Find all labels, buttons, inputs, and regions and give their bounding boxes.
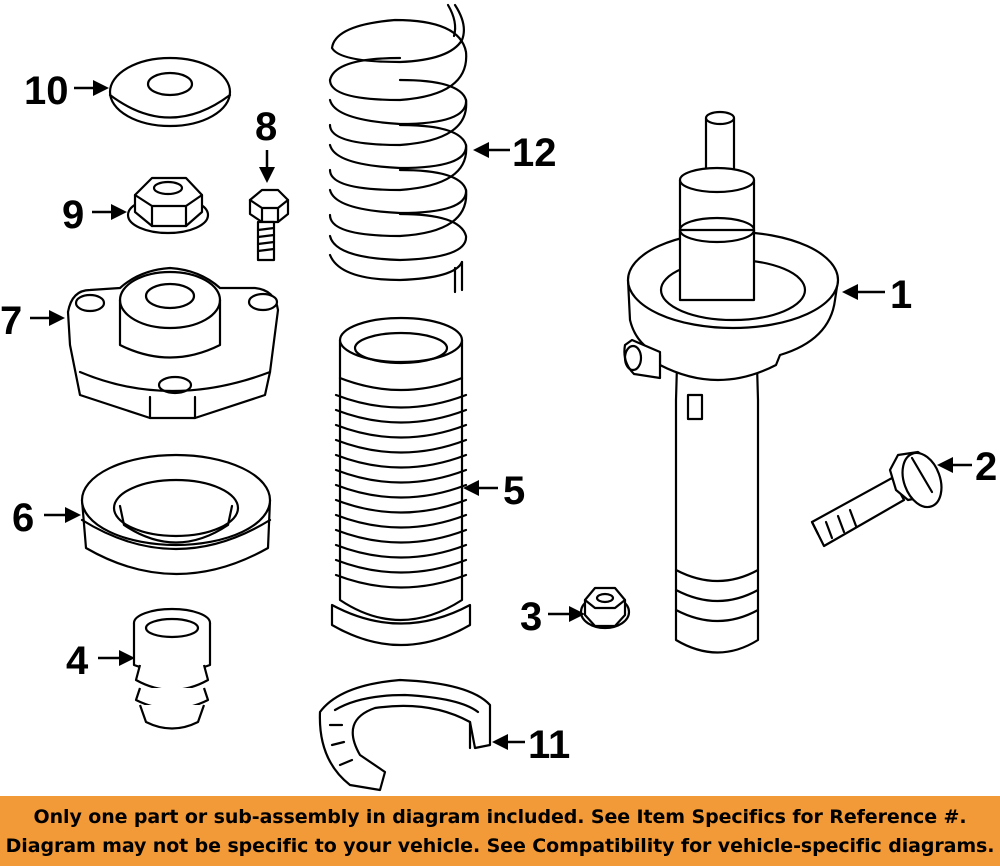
svg-text:10: 10: [24, 69, 69, 113]
svg-text:9: 9: [62, 193, 84, 237]
svg-text:8: 8: [255, 105, 277, 149]
svg-text:1: 1: [890, 273, 912, 317]
part-11-spring-insulator: [318, 678, 492, 792]
svg-text:5: 5: [503, 469, 525, 513]
callout-4: 4: [66, 639, 135, 683]
callout-9: 9: [62, 193, 127, 237]
svg-text:12: 12: [512, 131, 557, 175]
part-1-strut: [623, 110, 840, 654]
part-12-coil-spring: [328, 3, 468, 294]
parts-diagram: 1 2 3 4 5 6 7 8 9 10: [0, 3, 997, 792]
callout-10: 10: [24, 69, 109, 113]
callout-5: 5: [463, 469, 525, 513]
callout-7: 7: [0, 299, 65, 343]
disclaimer-line-2: Diagram may not be specific to your vehi…: [5, 835, 995, 857]
part-9-nut: [126, 176, 210, 235]
svg-text:7: 7: [0, 299, 22, 343]
callout-2: 2: [937, 445, 997, 489]
part-8-bolt: [248, 188, 290, 262]
disclaimer-line-1: Only one part or sub-assembly in diagram…: [33, 806, 967, 828]
part-2-bolt: [810, 450, 943, 548]
part-7-strut-mount: [66, 266, 280, 420]
svg-text:6: 6: [12, 496, 34, 540]
part-3-nut: [579, 586, 631, 630]
part-6-spring-seat: [80, 453, 272, 575]
callout-11: 11: [492, 723, 570, 767]
disclaimer-banner: Only one part or sub-assembly in diagram…: [0, 796, 1000, 866]
callout-12: 12: [473, 131, 557, 175]
svg-text:4: 4: [66, 639, 89, 683]
callout-1: 1: [842, 273, 912, 317]
callout-6: 6: [12, 496, 81, 540]
svg-text:3: 3: [520, 595, 542, 639]
part-5-dust-boot: [330, 316, 472, 646]
callout-3: 3: [520, 595, 585, 639]
callout-8: 8: [255, 105, 277, 183]
part-4-bump-stop: [132, 607, 212, 730]
part-10-seat-plate: [108, 56, 232, 128]
svg-text:2: 2: [975, 445, 997, 489]
svg-text:11: 11: [528, 723, 570, 767]
